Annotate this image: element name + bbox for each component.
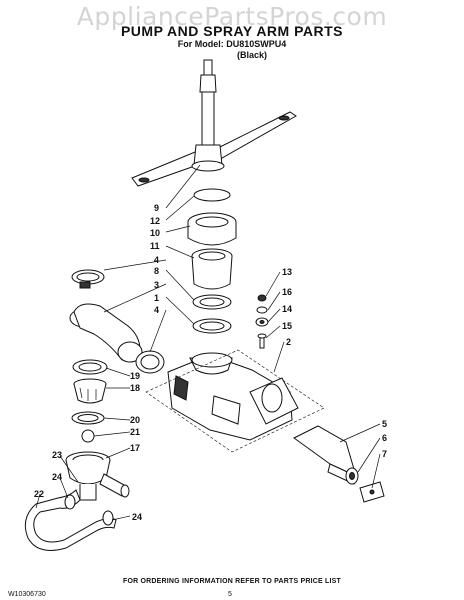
callout-18: 18 bbox=[130, 383, 140, 393]
callout-10: 10 bbox=[150, 228, 160, 238]
callout-17: 17 bbox=[130, 443, 140, 453]
callout-16: 16 bbox=[282, 287, 292, 297]
callout-7: 7 bbox=[382, 449, 387, 459]
pump-motor-assembly[interactable] bbox=[167, 352, 299, 441]
gasket-8[interactable] bbox=[192, 294, 232, 310]
page-number: 5 bbox=[228, 591, 232, 598]
bearing-13[interactable] bbox=[257, 294, 267, 302]
callout-13: 13 bbox=[282, 267, 292, 277]
grommet-6[interactable] bbox=[345, 467, 359, 485]
snap-ring[interactable] bbox=[193, 188, 231, 202]
drain-housing-17[interactable] bbox=[65, 451, 130, 501]
gasket-1[interactable] bbox=[192, 318, 232, 334]
callout-24-bottom: 24 bbox=[132, 512, 142, 522]
callout-8: 8 bbox=[154, 266, 159, 276]
check-ball-21[interactable] bbox=[81, 429, 95, 443]
gasket-19[interactable] bbox=[72, 359, 108, 375]
washer-16[interactable] bbox=[256, 306, 268, 314]
callout-1: 1 bbox=[154, 293, 159, 303]
screw-15[interactable] bbox=[257, 333, 267, 349]
page-title: PUMP AND SPRAY ARM PARTS bbox=[120, 23, 344, 39]
callout-24-left: 24 bbox=[52, 472, 62, 482]
hose-clamp-24[interactable] bbox=[64, 494, 114, 526]
hose-clamp-4a[interactable] bbox=[71, 269, 105, 289]
drain-hose-elbow[interactable] bbox=[69, 303, 143, 363]
callout-19: 19 bbox=[130, 371, 140, 381]
callout-21: 21 bbox=[130, 427, 140, 437]
callout-3: 3 bbox=[154, 280, 159, 290]
impeller-18[interactable] bbox=[73, 378, 107, 404]
document-id: W10306730 bbox=[8, 591, 46, 598]
model-color: (Black) bbox=[236, 50, 267, 60]
callout-9: 9 bbox=[154, 203, 159, 213]
seal-housing[interactable] bbox=[191, 248, 233, 290]
hose-clamp-4b[interactable] bbox=[135, 350, 165, 374]
callout-4-upper: 4 bbox=[154, 255, 159, 265]
callout-22: 22 bbox=[34, 489, 44, 499]
spray-arm-manifold[interactable] bbox=[187, 212, 237, 246]
callout-5: 5 bbox=[382, 419, 387, 429]
callout-12: 12 bbox=[150, 216, 160, 226]
callout-4-lower: 4 bbox=[154, 305, 159, 315]
callout-20: 20 bbox=[130, 415, 140, 425]
callout-15: 15 bbox=[282, 321, 292, 331]
gasket-20[interactable] bbox=[71, 411, 105, 425]
drain-hose-22[interactable] bbox=[24, 489, 117, 551]
spray-arm-assembly[interactable] bbox=[131, 59, 297, 187]
callout-2: 2 bbox=[286, 337, 291, 347]
nut-14[interactable] bbox=[255, 317, 269, 327]
callout-6: 6 bbox=[382, 433, 387, 443]
model-number: For Model: DU810SWPU4 bbox=[177, 39, 287, 49]
ordering-note: FOR ORDERING INFORMATION REFER TO PARTS … bbox=[122, 578, 342, 585]
plate-7[interactable] bbox=[359, 481, 385, 503]
callout-23: 23 bbox=[52, 450, 62, 460]
callout-14: 14 bbox=[282, 304, 292, 314]
callout-11: 11 bbox=[150, 241, 160, 251]
